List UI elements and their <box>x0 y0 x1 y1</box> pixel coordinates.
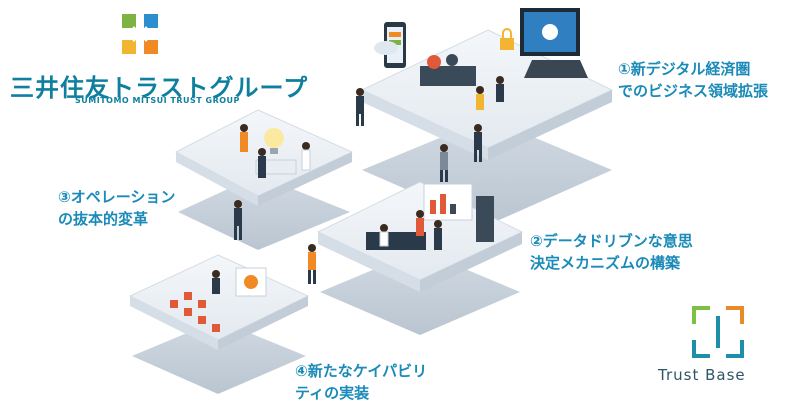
lightbulb-icon <box>264 128 284 148</box>
pillar-label-operations: ③オペレーション の抜本的変革 <box>58 186 175 230</box>
platform-digital-economy <box>360 8 614 225</box>
pillar-4-line1: ④新たなケイパビリ <box>295 362 428 380</box>
walking-people <box>234 88 482 284</box>
sumitomo-mitsui-trust-logo-icon <box>122 14 158 54</box>
trust-base-wordmark: Trust Base <box>658 366 746 384</box>
pillar-label-capabilities: ④新たなケイパビリ ティの実装 <box>295 360 427 404</box>
pillar-1-line1: ①新デジタル経済圏 <box>618 60 751 78</box>
brand-name: 三井住友トラストグループ <box>10 74 309 102</box>
cloud-icon <box>374 41 398 55</box>
trust-base-logo-icon <box>692 306 744 358</box>
pillar-2-line2: 決定メカニズムの構築 <box>530 254 681 272</box>
pillar-label-data-driven: ②データドリブンな意思 決定メカニズムの構築 <box>530 230 693 274</box>
lock-icon <box>500 38 514 50</box>
pillar-2-line1: ②データドリブンな意思 <box>530 232 693 250</box>
gear-icon <box>427 55 441 69</box>
platform-capabilities <box>128 254 310 394</box>
pillar-label-digital-economy: ①新デジタル経済圏 でのビジネス領域拡張 <box>618 58 768 102</box>
pillar-3-line1: ③オペレーション <box>58 188 176 206</box>
pillar-3-line2: の抜本的変革 <box>58 210 149 228</box>
platform-operations <box>174 109 354 250</box>
brand-subtitle: SUMITOMO MITSUI TRUST GROUP <box>75 96 240 105</box>
platform-data-driven <box>316 181 524 335</box>
pillar-1-line2: でのビジネス領域拡張 <box>618 82 769 100</box>
pillar-4-line2: ティの実装 <box>295 384 370 402</box>
